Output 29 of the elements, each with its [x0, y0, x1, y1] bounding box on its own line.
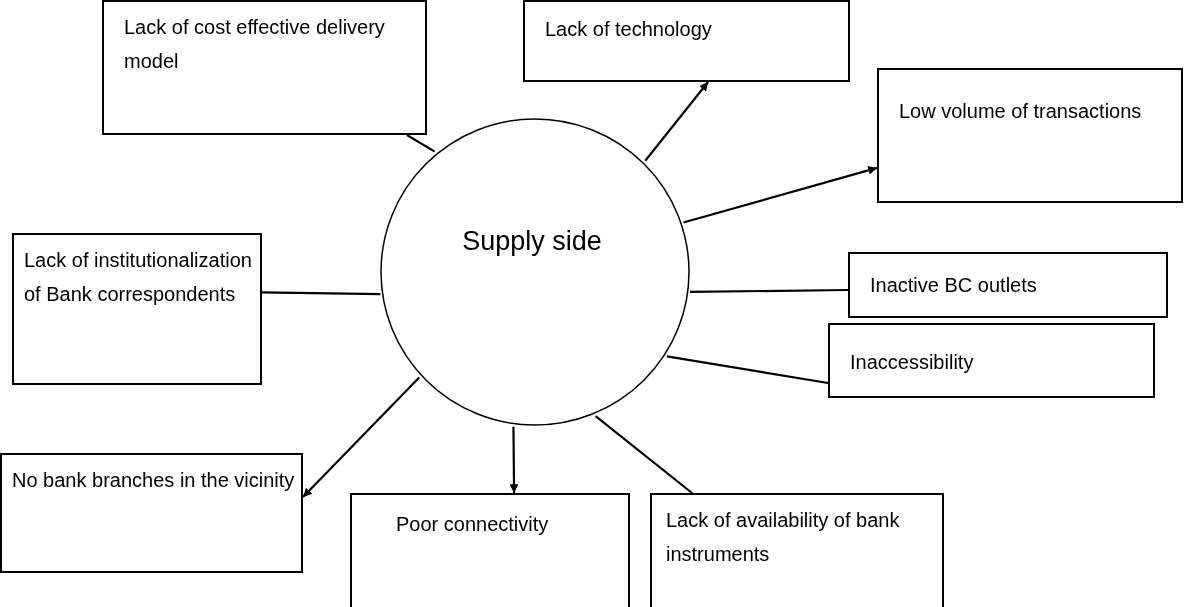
connector-line: [302, 376, 420, 498]
box-label: Inactive BC outlets: [869, 273, 1038, 298]
box-label: Inaccessibility: [849, 350, 975, 375]
box-label: Lack of institutionalization of Bank correspondents: [23, 248, 253, 307]
connector-line: [683, 166, 878, 224]
box-label: Low volume of transactions: [898, 99, 1143, 124]
text-box: [350, 493, 630, 607]
text-box: [650, 493, 944, 607]
text-box: [0, 453, 303, 573]
box-label: Poor connectivity: [395, 512, 550, 537]
box-label: Lack of availability of bank instruments: [665, 508, 901, 567]
text-box: [877, 68, 1183, 203]
connector-line: [509, 426, 519, 493]
connector-line: [594, 415, 693, 494]
text-box: [12, 233, 262, 385]
box-label: Lack of cost effective delivery model: [123, 15, 386, 74]
connector-line: [666, 355, 829, 385]
connector-line: [644, 81, 709, 162]
text-box: [102, 0, 427, 135]
connector-line: [406, 134, 436, 153]
center-label: Supply side: [461, 225, 603, 258]
connector-line: [689, 288, 848, 293]
ellipse-shape: [380, 118, 690, 426]
box-label: Lack of technology: [544, 17, 713, 42]
box-label: No bank branches in the vicinity: [11, 468, 296, 493]
text-box: [828, 323, 1155, 398]
text-box: [848, 252, 1168, 318]
text-box: [523, 0, 850, 82]
connector-line: [262, 291, 381, 296]
